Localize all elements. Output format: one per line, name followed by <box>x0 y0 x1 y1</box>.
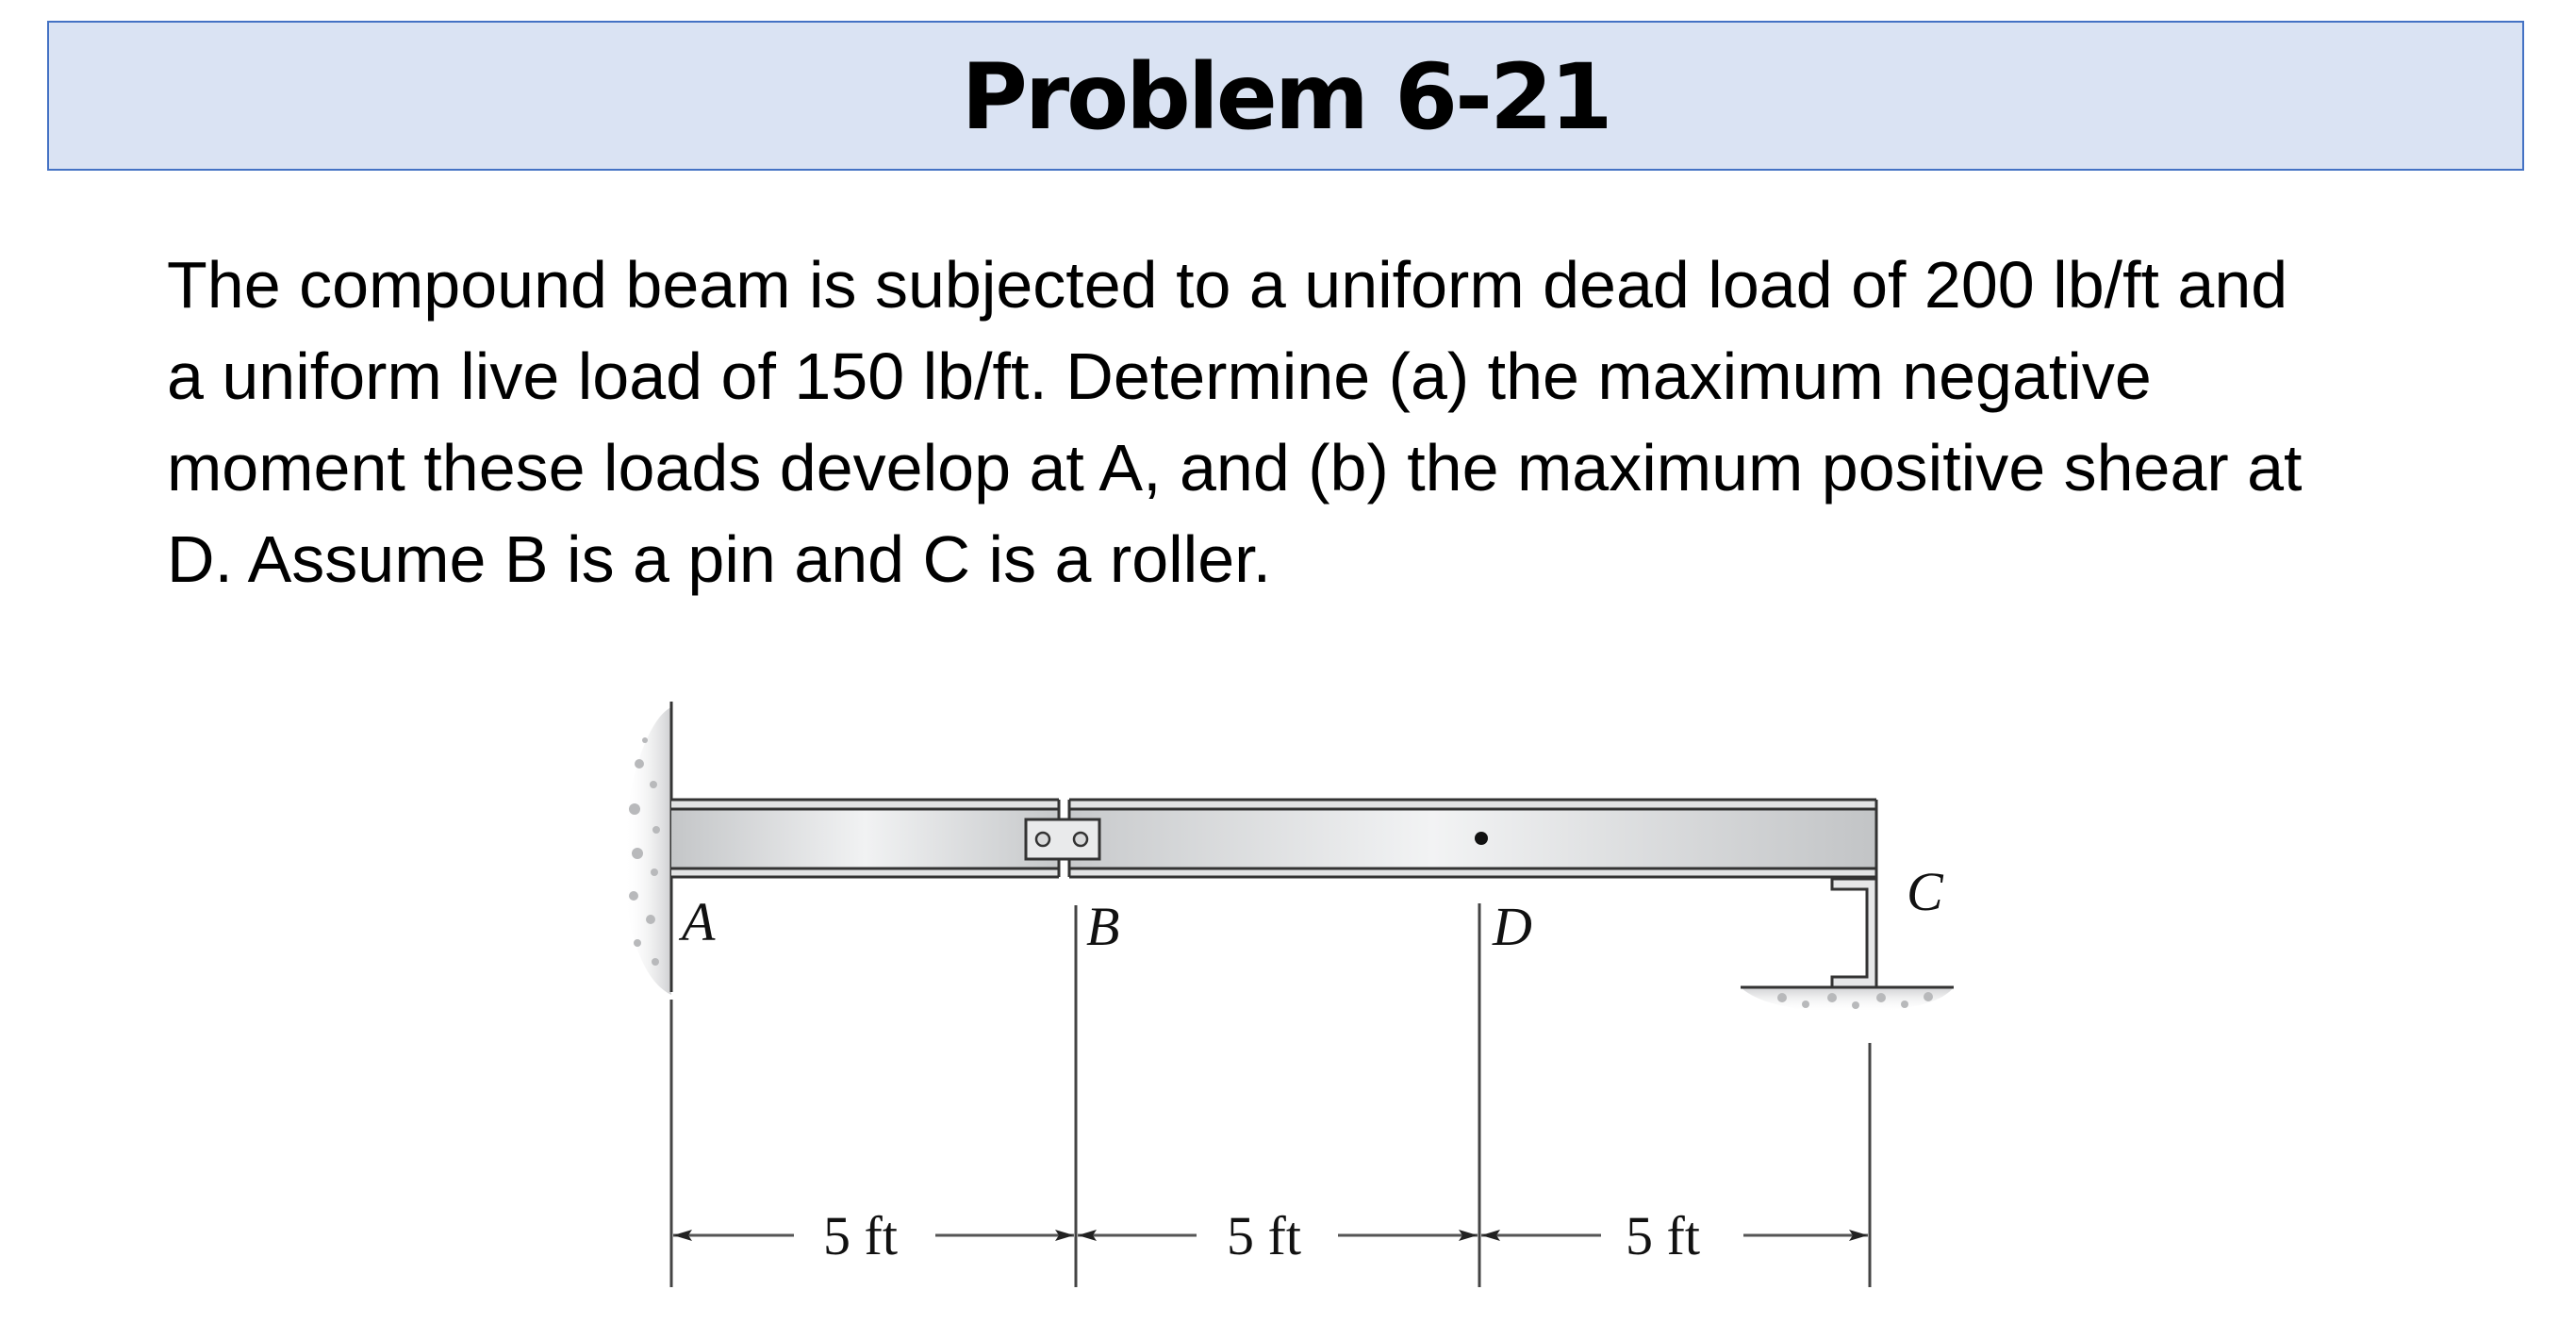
point-d-marker <box>1475 832 1488 845</box>
slide-title: Problem 6-21 <box>961 43 1612 150</box>
pin-connection-b <box>1024 818 1101 861</box>
beam-segment-bc <box>1067 798 1878 879</box>
label-point-c: C <box>1907 861 1944 922</box>
problem-statement: The compound beam is subjected to a unif… <box>167 240 2449 605</box>
problem-line-4: D. Assume B is a pin and C is a roller. <box>167 522 1272 596</box>
dimension-ab-label: 5 ft <box>823 1205 898 1266</box>
beam-segment-ab <box>671 798 1061 879</box>
label-point-d: D <box>1492 896 1532 957</box>
fixed-wall-support-a <box>623 702 673 995</box>
label-point-b: B <box>1086 896 1119 957</box>
problem-line-1: The compound beam is subjected to a unif… <box>167 248 2288 322</box>
dimension-bd-label: 5 ft <box>1227 1205 1301 1266</box>
dimension-extension-lines <box>669 903 1872 1287</box>
bolt-icon <box>1034 831 1051 848</box>
dimension-dc-label: 5 ft <box>1626 1205 1700 1266</box>
roller-support-c <box>1741 877 1954 1013</box>
label-point-a: A <box>678 891 716 952</box>
title-banner: Problem 6-21 <box>47 21 2524 171</box>
problem-line-3: moment these loads develop at A, and (b)… <box>167 431 2303 504</box>
bolt-icon <box>1072 831 1089 848</box>
problem-line-2: a uniform live load of 150 lb/ft. Determ… <box>167 339 2152 413</box>
